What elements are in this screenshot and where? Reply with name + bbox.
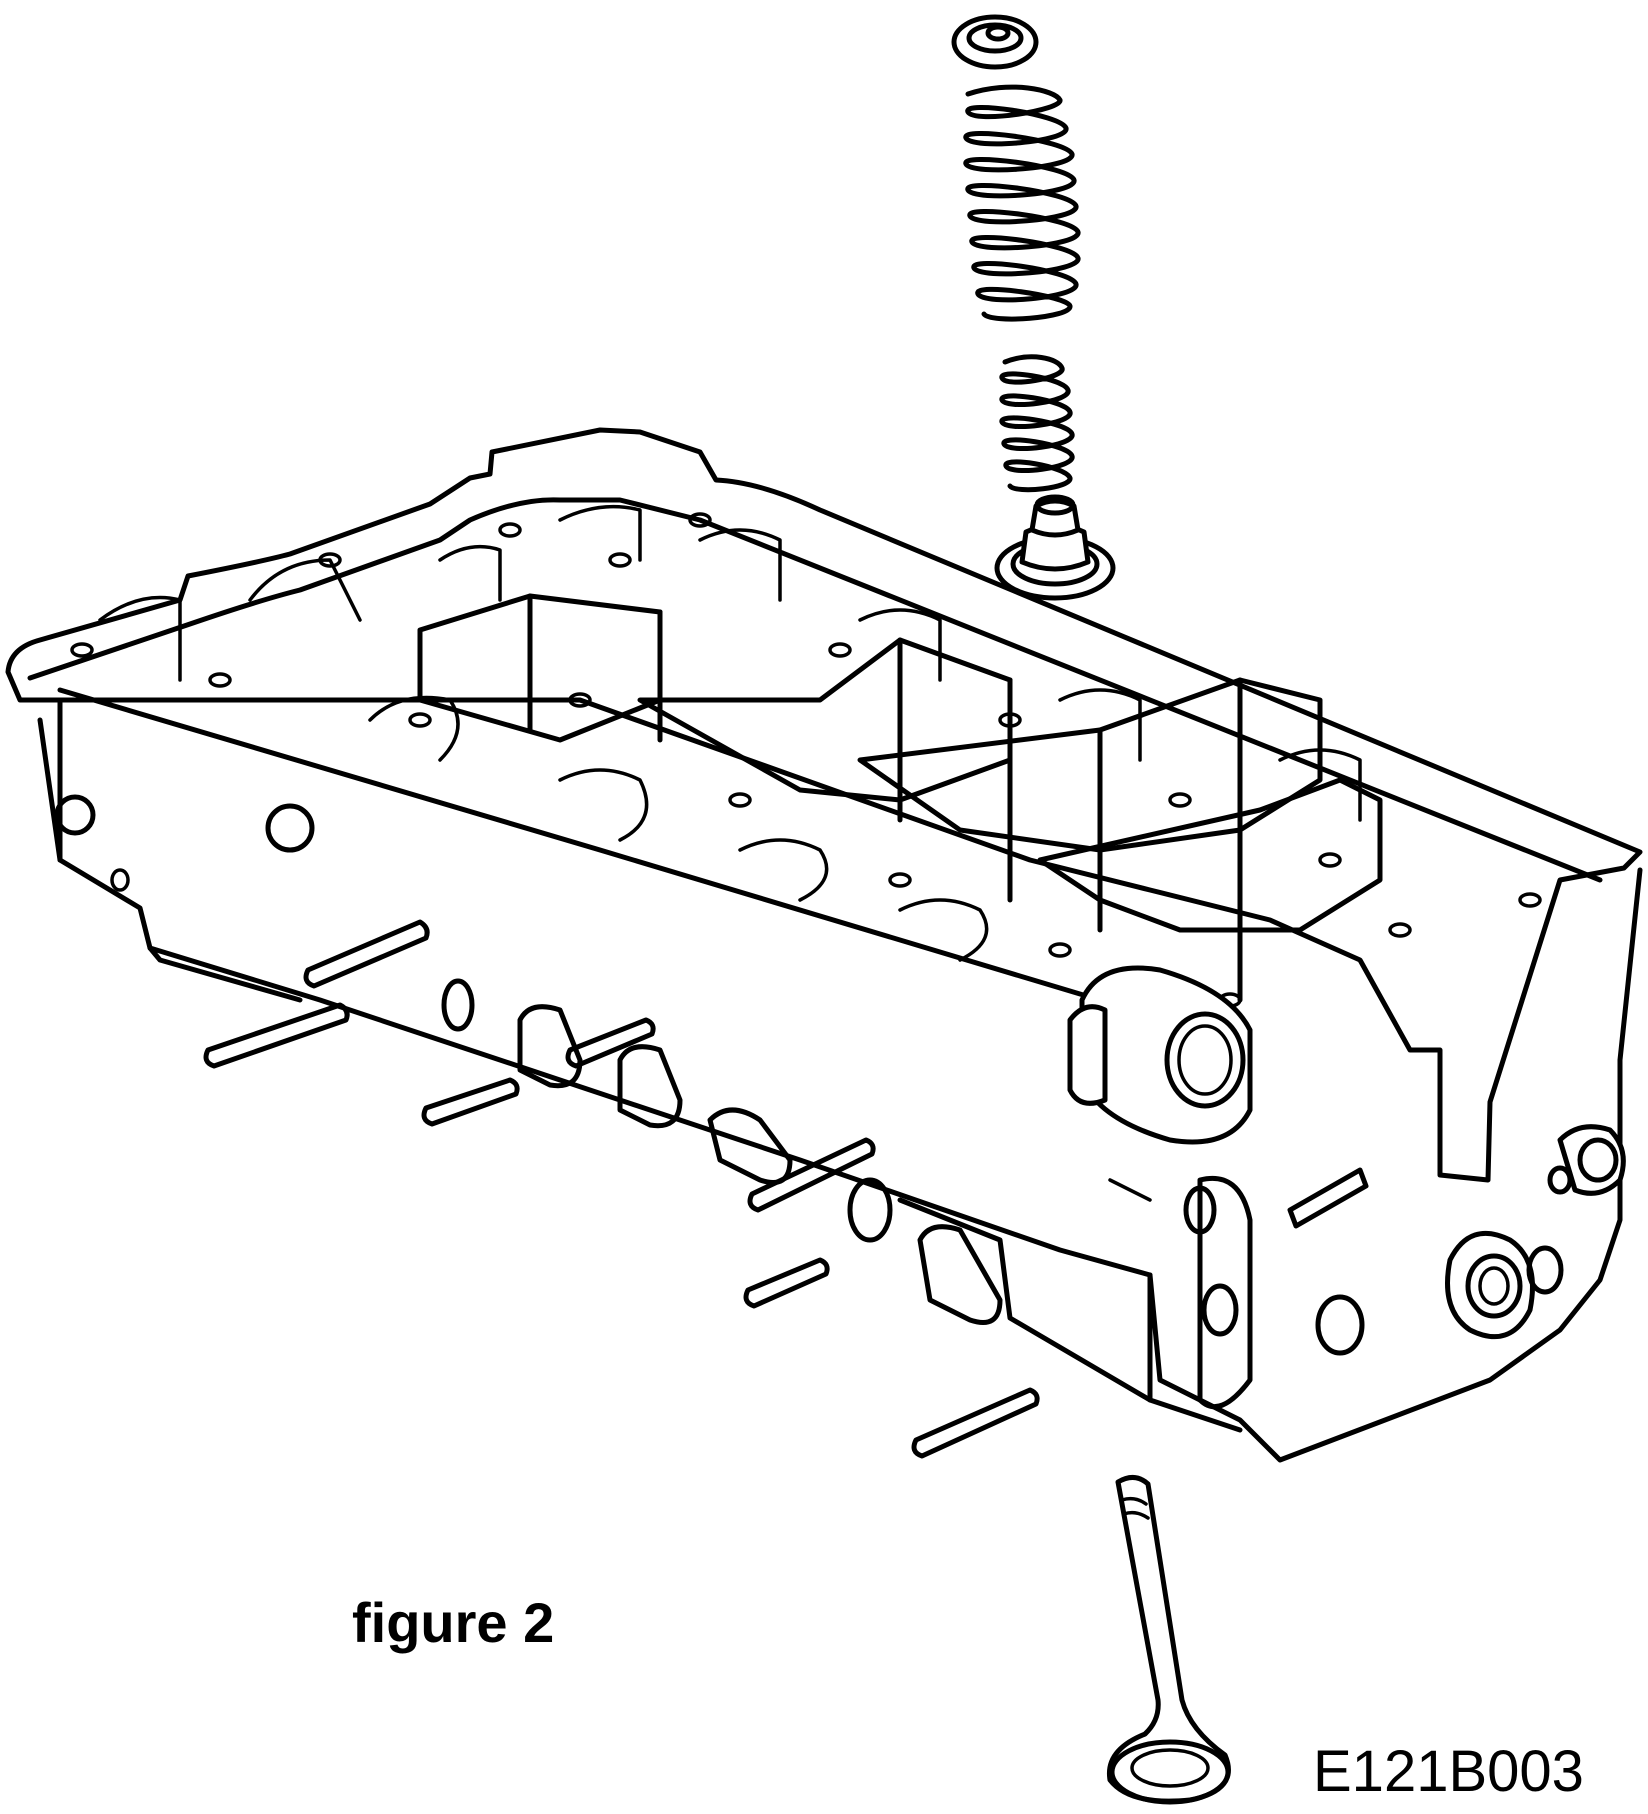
cylinder-head — [5, 427, 1643, 1463]
valve-stem-seal — [994, 494, 1116, 601]
figure-caption: figure 2 — [352, 1591, 555, 1654]
inner-valve-spring — [999, 354, 1075, 493]
outer-valve-spring — [963, 84, 1081, 322]
figure-reference-code: E121B003 — [1313, 1739, 1584, 1804]
valve — [1106, 1475, 1231, 1805]
head-studs — [203, 919, 1040, 1459]
spring-retainer — [951, 14, 1039, 70]
